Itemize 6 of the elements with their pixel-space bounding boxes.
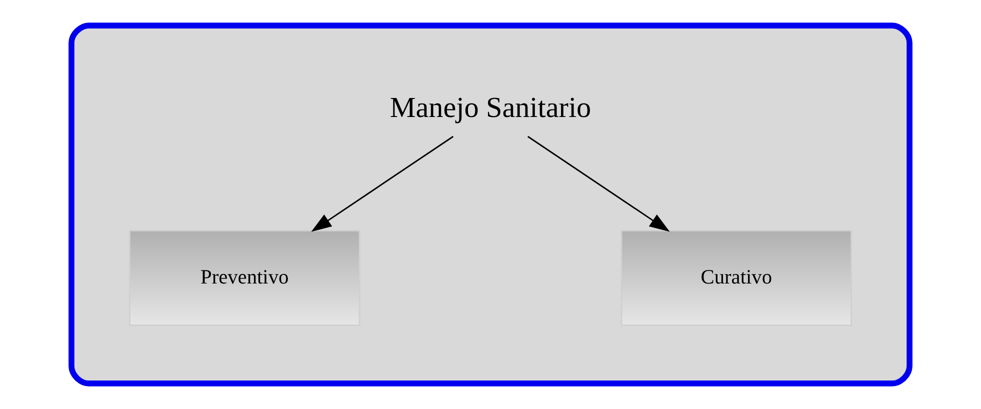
- arrow: [527, 136, 670, 232]
- node-box: Preventivo: [128, 230, 360, 326]
- node-box: Curativo: [620, 230, 852, 326]
- cluster: [68, 22, 912, 386]
- node-text: Manejo Sanitario: [390, 92, 592, 124]
- arrow: [311, 136, 454, 232]
